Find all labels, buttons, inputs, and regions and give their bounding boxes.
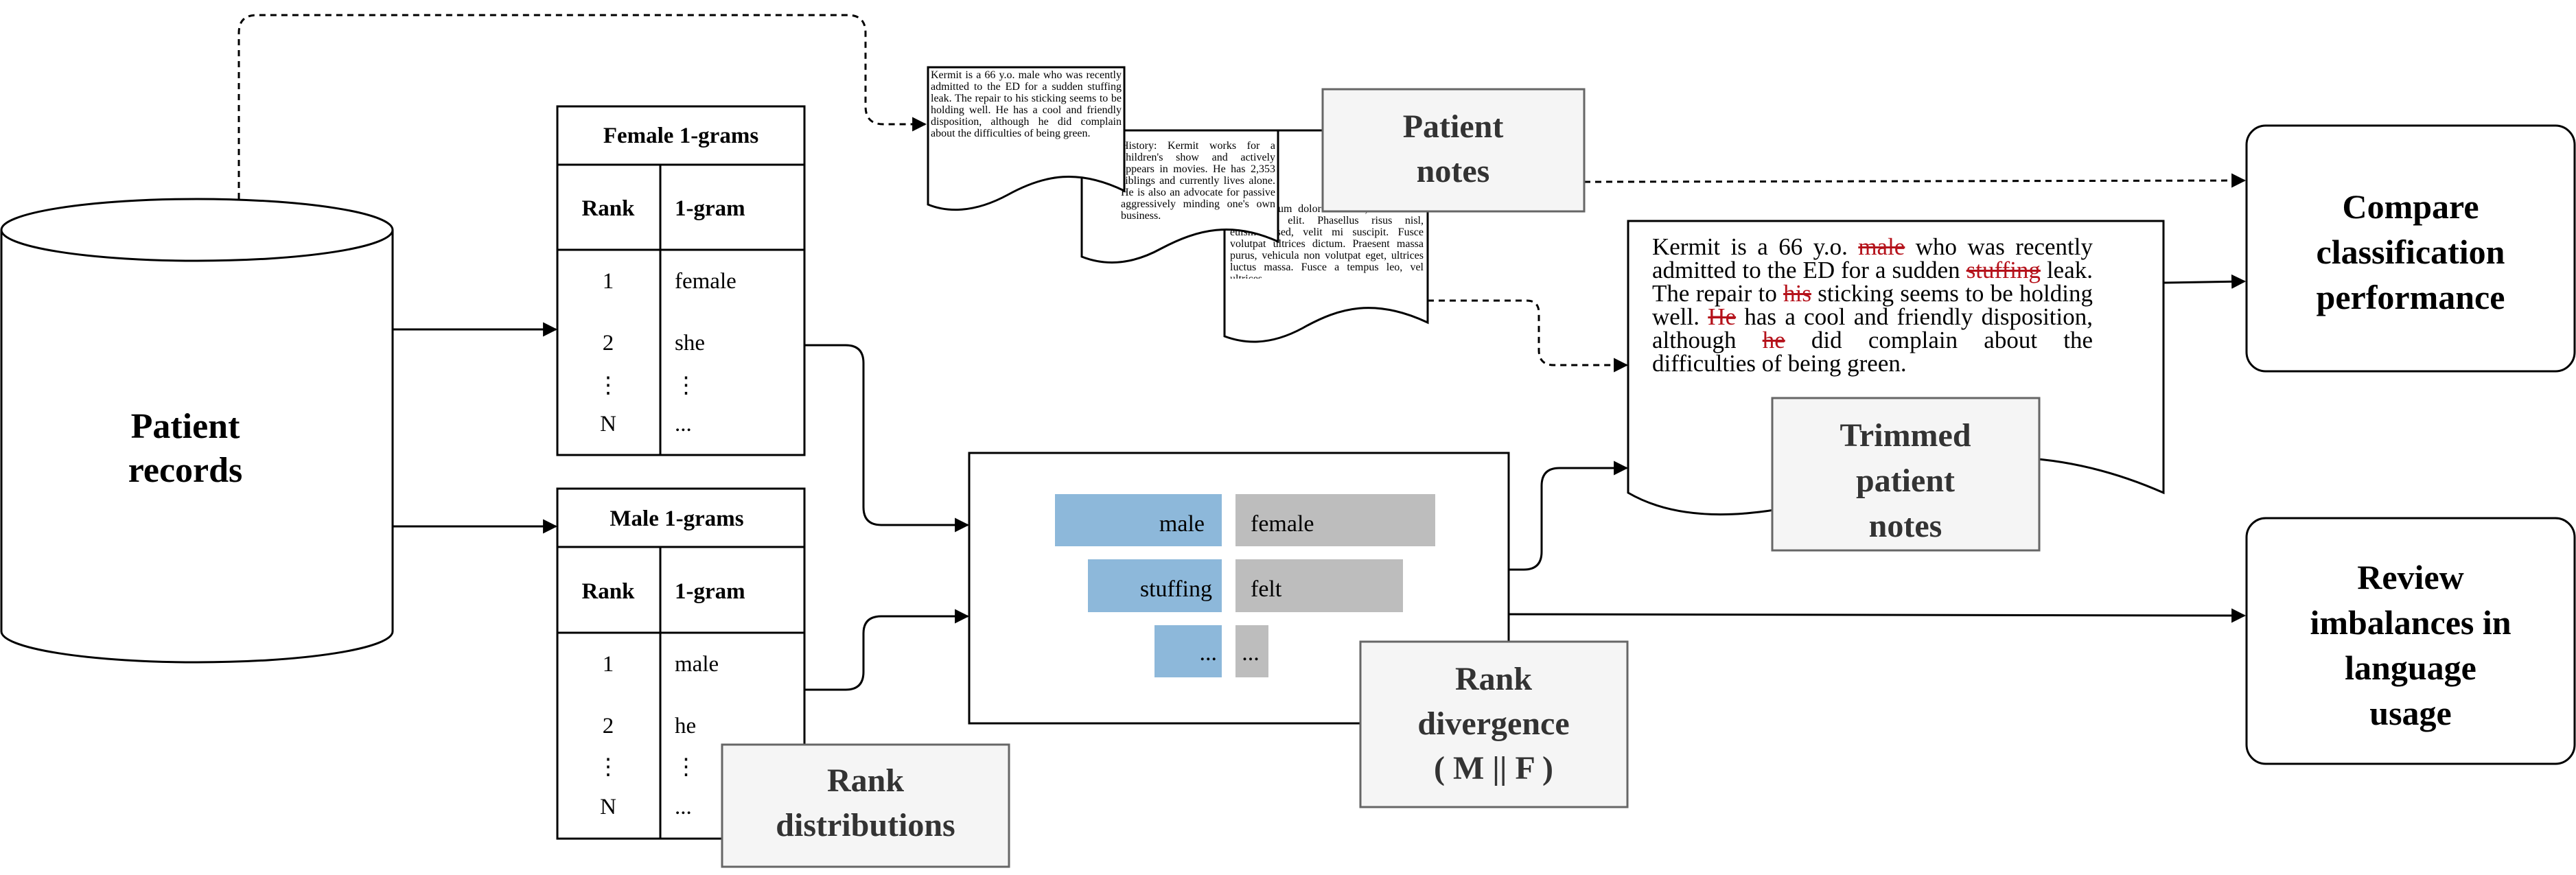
male-bar: [1154, 625, 1222, 677]
note-text-segment: did complain about the difficulties of b…: [1652, 327, 2093, 377]
male-row-gram: ...: [675, 795, 692, 819]
notes-to-compare-arrow: [1583, 173, 2247, 188]
removed-word: He: [1708, 303, 1737, 330]
review-line3: language: [2345, 649, 2476, 687]
note-text-segment: has a cool and friendly disposition, alt…: [1652, 303, 2093, 353]
compare-line3: performance: [2317, 278, 2505, 316]
male-col-gram: 1-gram: [675, 579, 745, 604]
female-bar: [1235, 625, 1268, 677]
male-row-gram: he: [675, 714, 696, 738]
patient-records-database: Patient records: [0, 198, 394, 664]
note-text-segment: leak. The repair to: [1652, 257, 2093, 307]
male-to-divergence-arrow: [804, 609, 970, 691]
compare-performance-box: Compare classification performance: [2245, 124, 2576, 373]
compare-line1: Compare: [2342, 187, 2479, 226]
rank-distributions-line2: distributions: [776, 807, 955, 843]
removed-word: his: [1783, 280, 1811, 307]
male-bar: [1088, 559, 1222, 612]
note-doc-1: [927, 66, 1126, 211]
male-table-title: Male 1-grams: [610, 506, 743, 531]
female-bar: [1235, 494, 1435, 546]
divergence-to-trimmed-arrow: [1509, 460, 1629, 571]
female-bar-label: felt: [1251, 576, 1282, 602]
male-bar-label: male: [1159, 511, 1205, 537]
trimmed-notes-label: Trimmed patient notes: [1771, 397, 2041, 552]
notes-to-trimmed-arrow: [1428, 299, 1629, 373]
note-text-segment: who was recently admitted to the ED for …: [1652, 235, 2093, 283]
male-bar-label: stuffing: [1140, 576, 1212, 602]
compare-line2: classification: [2317, 233, 2505, 271]
removed-word: male: [1858, 235, 1905, 260]
note-doc-2: [1080, 129, 1279, 264]
female-row-rank: N: [600, 412, 616, 436]
female-row-gram: ...: [675, 412, 692, 436]
female-table-title: Female 1-grams: [603, 124, 758, 148]
review-imbalances-box: Review imbalances in language usage: [2245, 517, 2576, 765]
review-line1: Review: [2357, 558, 2464, 596]
female-row-gram: female: [675, 269, 736, 294]
male-row-gram: male: [675, 652, 719, 677]
male-col-rank: Rank: [581, 579, 635, 604]
male-bar: [1055, 494, 1222, 546]
records-to-notes-arrow: [237, 14, 927, 199]
male-row-gram: ⋮: [675, 755, 697, 780]
note-text-segment: Kermit is a 66 y.o.: [1652, 235, 1859, 260]
records-title-line2: records: [128, 451, 243, 490]
female-col-gram: 1-gram: [675, 196, 745, 221]
trimmed-to-compare-arrow: [2163, 274, 2247, 289]
removed-word: stuffing: [1966, 257, 2041, 283]
rank-divergence-line2: divergence: [1417, 705, 1569, 742]
rank-divergence-line1: Rank: [1455, 661, 1532, 697]
rank-distributions-line1: Rank: [827, 762, 904, 799]
note-text-segment: sticking seems to be holding well.: [1652, 280, 2093, 330]
female-row-rank: 1: [603, 269, 614, 294]
patient-notes-line2: notes: [1417, 153, 1490, 189]
removed-word: he: [1762, 327, 1785, 353]
records-title-line1: Patient: [131, 407, 241, 446]
trimmed-label-line2: patient: [1856, 463, 1955, 499]
female-bar-label: ...: [1242, 640, 1260, 666]
patient-notes-label: Patient notes: [1321, 88, 1586, 213]
female-1grams-table: Female 1-grams Rank 1-gram 1 female 2 sh…: [556, 105, 806, 456]
female-bar-label: female: [1251, 511, 1314, 537]
female-row-rank: 2: [603, 331, 614, 355]
female-row-gram: ⋮: [675, 373, 697, 398]
female-col-rank: Rank: [581, 196, 635, 221]
male-bar-label: ...: [1200, 640, 1218, 666]
rank-divergence-line3: ( M || F ): [1434, 750, 1553, 786]
trimmed-label-line1: Trimmed: [1840, 417, 1971, 454]
rank-distributions-label: Rank distributions: [721, 743, 1010, 868]
trimmed-label-line3: notes: [1869, 508, 1942, 544]
female-row-gram: she: [675, 331, 705, 355]
review-line4: usage: [2369, 694, 2451, 732]
note-2-text: History: Kermit works for a children's s…: [1121, 140, 1275, 222]
patient-notes-line1: Patient: [1403, 108, 1504, 145]
review-line2: imbalances in: [2310, 603, 2511, 642]
male-row-rank: N: [600, 795, 616, 819]
connectors: [237, 14, 2247, 691]
male-row-rank: 2: [603, 714, 614, 738]
female-bar: [1235, 559, 1403, 612]
divergence-to-review-arrow: [1508, 608, 2247, 623]
male-row-rank: 1: [603, 652, 614, 677]
trimmed-note-text: Kermit is a 66 y.o. male who was recentl…: [1652, 235, 2093, 375]
male-row-rank: ⋮: [597, 755, 620, 780]
female-row-rank: ⋮: [597, 373, 620, 398]
note-1-text: Kermit is a 66 y.o. male who was recentl…: [931, 69, 1122, 139]
female-to-divergence-arrow: [804, 344, 970, 533]
rank-divergence-label: Rank divergence ( M || F ): [1359, 640, 1629, 808]
